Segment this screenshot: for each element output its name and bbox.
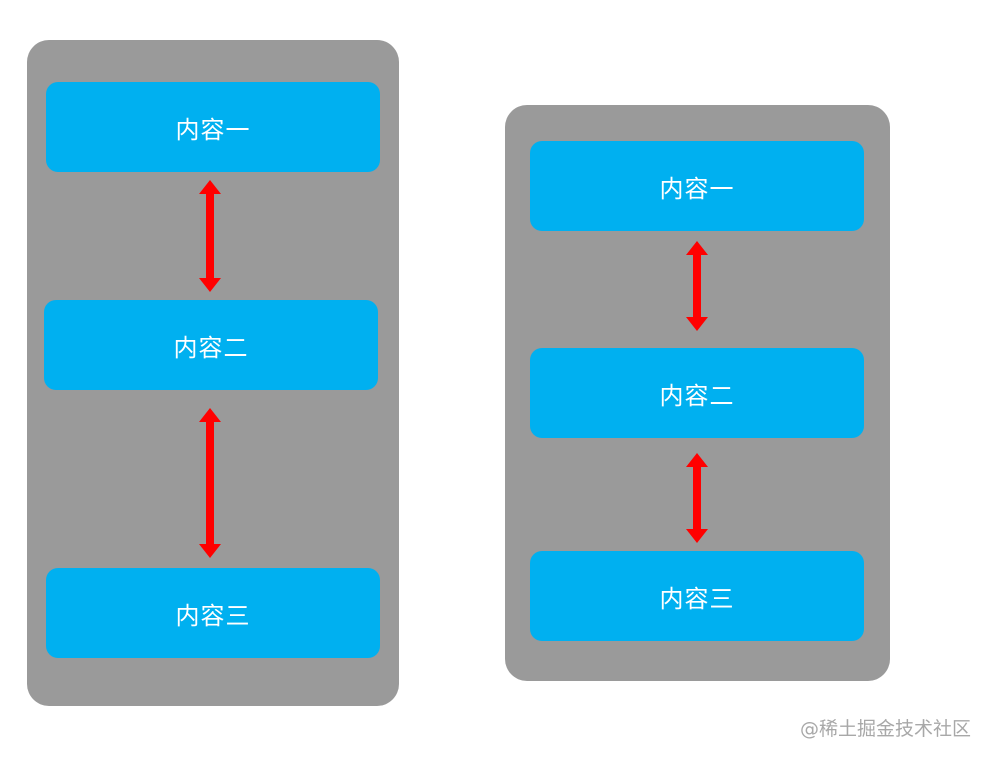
- right-gap-arrow-icon-1: [686, 241, 708, 331]
- left-content-label-1: 内容一: [175, 115, 251, 144]
- right-content-box-1: 内容一: [530, 141, 864, 231]
- right-content-label-3: 内容三: [659, 584, 735, 613]
- left-content-label-3: 内容三: [175, 601, 251, 630]
- right-content-label-1: 内容一: [659, 174, 735, 203]
- left-gap-arrow-icon-2: [199, 408, 221, 558]
- watermark-text: @稀土掘金技术社区: [799, 718, 971, 740]
- right-content-box-2: 内容二: [530, 348, 864, 438]
- left-content-box-2: 内容二: [44, 300, 378, 390]
- right-container: 内容一 内容二 内容三: [505, 105, 890, 681]
- left-content-label-2: 内容二: [173, 333, 249, 362]
- left-container: 内容一 内容二 内容三: [27, 40, 399, 706]
- right-content-box-3: 内容三: [530, 551, 864, 641]
- right-gap-arrow-icon-2: [686, 453, 708, 543]
- left-content-box-3: 内容三: [46, 568, 380, 658]
- right-content-label-2: 内容二: [659, 381, 735, 410]
- left-content-box-1: 内容一: [46, 82, 380, 172]
- left-gap-arrow-icon-1: [199, 180, 221, 292]
